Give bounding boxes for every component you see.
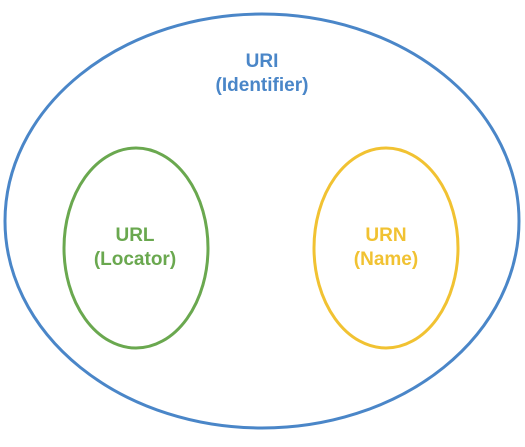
uri-ellipse (3, 12, 521, 430)
url-ellipse (62, 146, 210, 350)
url-subtitle: (Locator) (93, 249, 177, 270)
uri-label: URI (Identifier) (162, 50, 362, 98)
urn-title: URN (365, 225, 407, 246)
urn-subtitle: (Name) (353, 249, 419, 270)
url-title: URL (115, 225, 155, 246)
uri-title: URI (245, 51, 279, 72)
urn-ellipse (312, 146, 460, 350)
urn-label: URN (Name) (286, 224, 486, 272)
uri-subtitle: (Identifier) (215, 75, 309, 96)
url-label: URL (Locator) (35, 224, 235, 272)
